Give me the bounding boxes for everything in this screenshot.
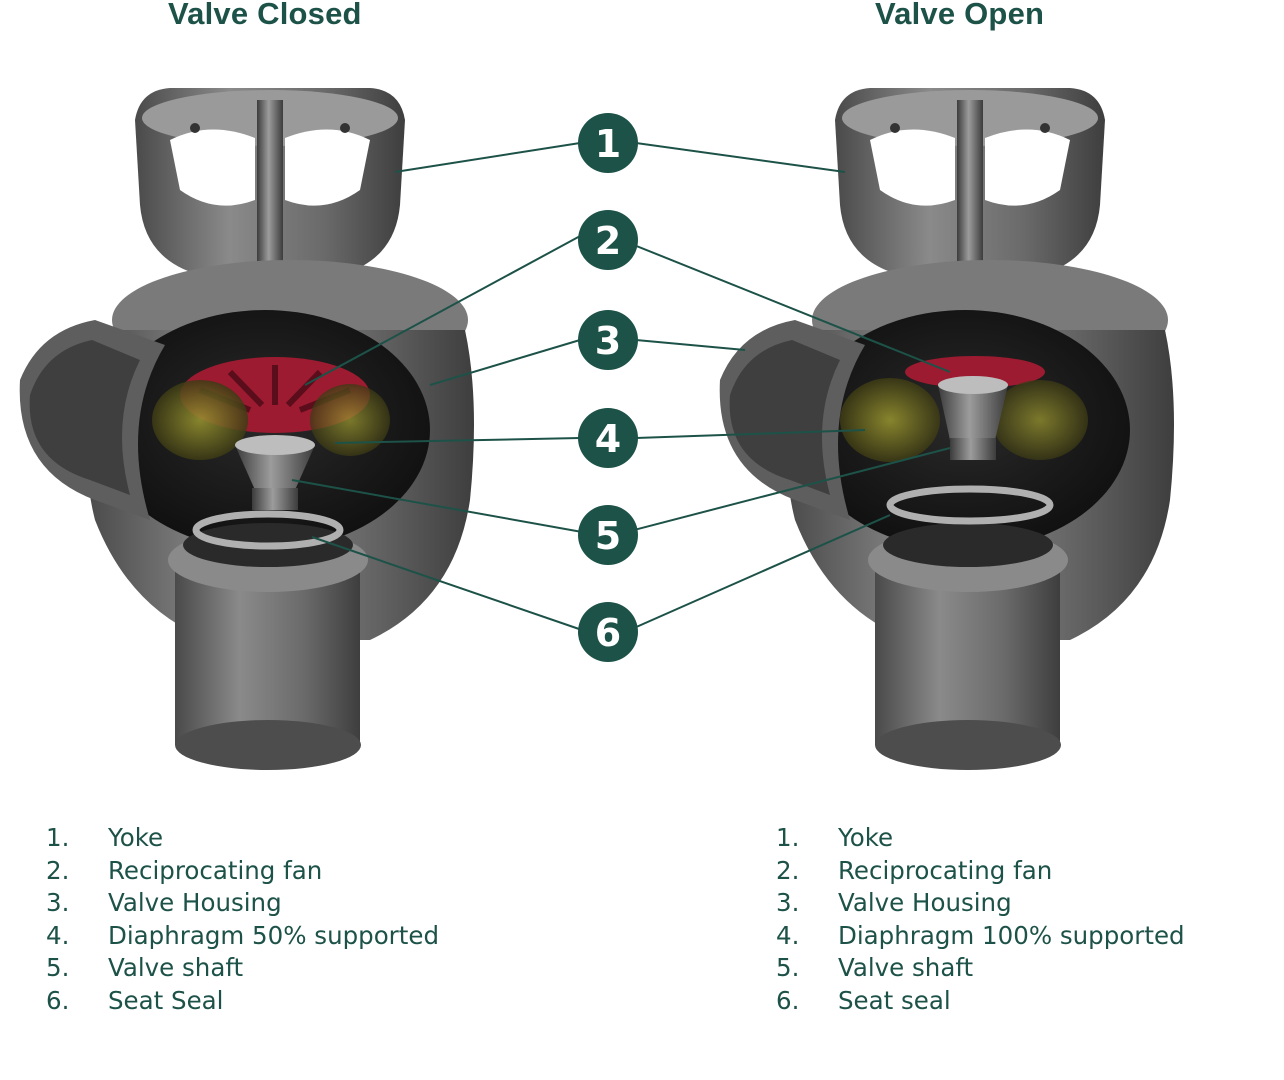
- valve-closed-illustration: [19, 88, 475, 770]
- legend-item: 5. Valve shaft: [46, 952, 439, 985]
- marker-6: 6: [578, 602, 638, 662]
- legend-label: Yoke: [108, 823, 164, 852]
- marker-3: 3: [578, 310, 638, 370]
- leader-lines: [291, 142, 951, 631]
- svg-text:4: 4: [595, 417, 621, 461]
- legend-number: 2.: [46, 855, 70, 885]
- legend-valve-open: 1. Yoke 2. Reciprocating fan 3. Valve Housi…: [776, 822, 1185, 1017]
- legend-label: Seat seal: [838, 985, 951, 1015]
- legend-item: 4. Diaphragm 100% supported: [776, 920, 1185, 953]
- legend-item: 2. Reciprocating fan: [776, 855, 1185, 888]
- legend-label: Reciprocating fan: [838, 855, 1053, 885]
- legend-valve-closed: 1. Yoke 2. Reciprocating fan 3. Valve Housi…: [46, 822, 439, 1017]
- legend-item: 1. Yoke: [776, 822, 1185, 855]
- legend-label: Valve Housing: [838, 888, 1012, 917]
- legend-item: 6. Seat Seal: [46, 985, 439, 1018]
- svg-text:1: 1: [595, 122, 621, 166]
- legend-number: 6.: [776, 985, 800, 1015]
- legend-label: Reciprocating fan: [108, 855, 323, 885]
- legend-number: 4.: [46, 920, 70, 950]
- legend-item: 3. Valve Housing: [46, 887, 439, 920]
- legend-label: Diaphragm 50% supported: [108, 920, 439, 950]
- legend-item: 6. Seat seal: [776, 985, 1185, 1018]
- legend-number: 3.: [46, 888, 70, 917]
- legend-number: 4.: [776, 920, 800, 950]
- legend-item: 4. Diaphragm 50% supported: [46, 920, 439, 953]
- legend-number: 6.: [46, 985, 70, 1015]
- legend-number: 1.: [46, 823, 70, 852]
- legend-label: Diaphragm 100% supported: [838, 920, 1185, 950]
- svg-text:6: 6: [595, 611, 621, 655]
- legend-item: 2. Reciprocating fan: [46, 855, 439, 888]
- legend-item: 1. Yoke: [46, 822, 439, 855]
- legend-label: Valve Housing: [108, 888, 282, 917]
- valve-housing-right: [719, 260, 1174, 770]
- marker-4: 4: [578, 408, 638, 468]
- legend-label: Seat Seal: [108, 985, 224, 1015]
- legend-number: 5.: [776, 953, 800, 982]
- seat-seal-left: [192, 510, 344, 550]
- marker-5: 5: [578, 505, 638, 565]
- legend-number: 3.: [776, 888, 800, 917]
- diaphragm-left: [152, 380, 248, 460]
- svg-text:5: 5: [595, 514, 621, 558]
- legend-number: 5.: [46, 953, 70, 982]
- valve-open-illustration: [719, 88, 1174, 770]
- diaphragm-left-right: [310, 384, 390, 456]
- yoke-left: [135, 88, 405, 290]
- legend-item: 5. Valve shaft: [776, 952, 1185, 985]
- marker-2: 2: [578, 210, 638, 270]
- legend-number: 2.: [776, 855, 800, 885]
- diaphragm-right-right: [992, 380, 1088, 460]
- valve-diagram: 1 2 3 4 5 6: [19, 88, 1174, 770]
- legend-number: 1.: [776, 823, 800, 852]
- marker-1: 1: [578, 113, 638, 173]
- legend-label: Valve shaft: [838, 953, 974, 982]
- valve-open-title: Valve Open: [875, 0, 1045, 31]
- reciprocating-fan-right: [905, 356, 1045, 388]
- svg-text:2: 2: [595, 219, 621, 263]
- legend-label: Yoke: [838, 823, 894, 852]
- svg-text:3: 3: [595, 319, 621, 363]
- diaphragm-right: [840, 378, 940, 462]
- valve-shaft-right: [938, 376, 1008, 460]
- legend-label: Valve shaft: [108, 953, 244, 982]
- valve-closed-title: Valve Closed: [168, 0, 362, 31]
- valve-shaft-left: [235, 435, 315, 510]
- seat-seal-right: [886, 485, 1054, 525]
- yoke-right: [835, 88, 1105, 290]
- legend-item: 3. Valve Housing: [776, 887, 1185, 920]
